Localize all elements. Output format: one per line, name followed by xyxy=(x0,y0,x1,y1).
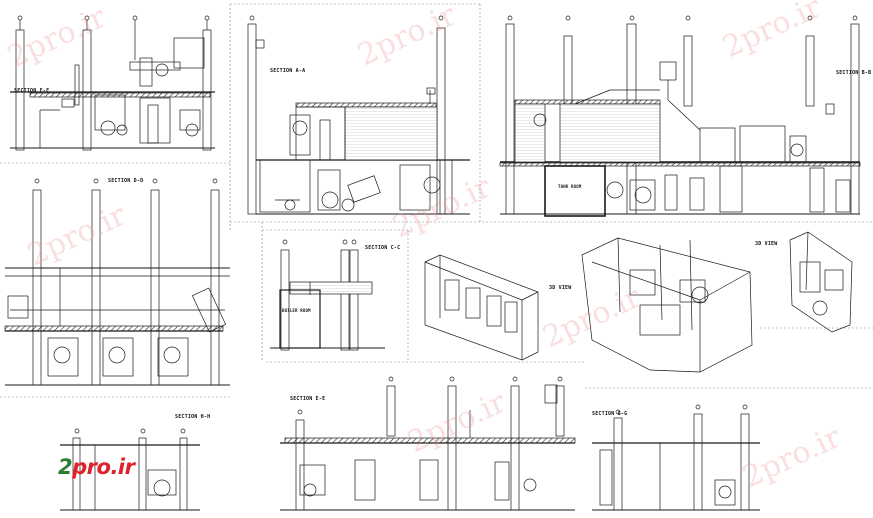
section-iso-title: 3D VIEW xyxy=(549,285,572,291)
section-ff-title: SECTION F-F xyxy=(14,88,50,94)
section-gg-title: SECTION G-G xyxy=(592,411,628,417)
logo-rest: pro.ir xyxy=(72,455,135,479)
section-dd-title: SECTION D-D xyxy=(108,178,144,184)
site-logo: 2pro.ir xyxy=(58,455,135,479)
section-ff-drawing xyxy=(10,15,215,151)
tag-tank-room: TANK ROOM xyxy=(558,184,582,189)
section-dd-drawing xyxy=(4,178,230,386)
section-aa-drawing xyxy=(247,15,470,215)
iso-view-c xyxy=(789,231,853,333)
iso-view-b xyxy=(581,237,753,373)
tag-boiler-room: BOILER ROOM xyxy=(282,308,311,313)
section-ee-title: SECTION E-E xyxy=(290,396,326,402)
section-cc-drawing xyxy=(270,239,385,351)
logo-prefix: 2 xyxy=(58,455,73,479)
section-gg-drawing xyxy=(592,404,760,511)
section-hh-title: SECTION H-H xyxy=(175,414,211,420)
section-cc-title: SECTION C-C xyxy=(365,245,401,251)
section-view-title: 3D VIEW xyxy=(755,241,778,247)
section-hh-drawing xyxy=(60,428,200,511)
section-bb-title: SECTION B-B xyxy=(836,70,872,76)
section-bb-drawing xyxy=(499,15,861,217)
section-aa-title: SECTION A-A xyxy=(270,68,306,74)
panel-borders xyxy=(0,3,873,398)
section-ee-drawing xyxy=(280,376,576,511)
iso-view-a xyxy=(424,254,539,361)
